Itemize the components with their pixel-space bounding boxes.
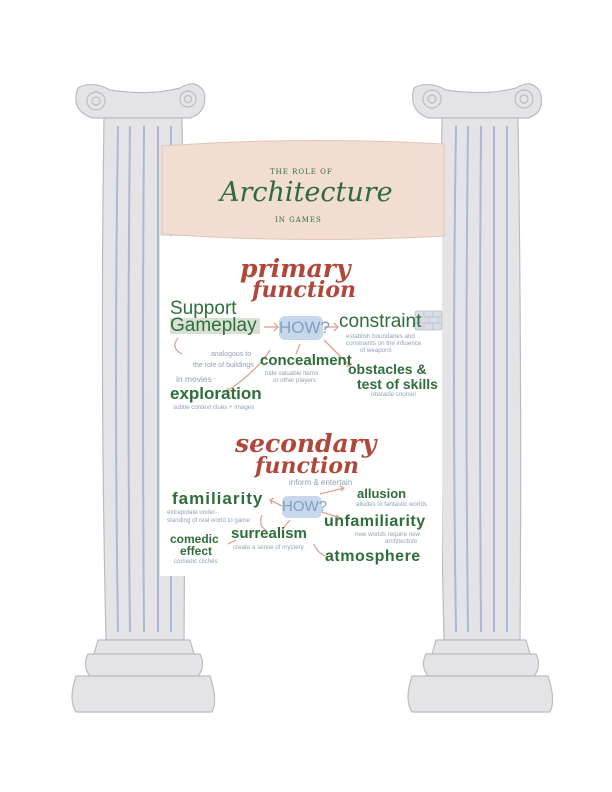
analogous-note-line3: in movies — [176, 374, 212, 384]
support-gameplay-highlight — [170, 318, 260, 334]
comedic-note: comedic clichés — [174, 558, 218, 565]
concealment-label: concealment — [260, 352, 352, 369]
analogous-note-line1: analogous to — [211, 351, 252, 358]
obstacles-note: obstacle course! — [371, 391, 417, 398]
concealment-note-line1: hide valuable items — [265, 370, 318, 377]
unfamiliarity-note-line2: architecture — [385, 538, 418, 545]
analogous-note-line2: the role of buildings — [193, 362, 254, 369]
allusion-label: allusion — [357, 486, 407, 501]
primary-how-bubble: HOW? — [279, 316, 330, 340]
surrealism-label: surrealism — [231, 525, 307, 542]
familiarity-note-line1: extrapolate under- — [167, 509, 218, 516]
comedic-effect-line2: effect — [180, 544, 213, 558]
obstacles-line2: test of skills — [357, 376, 438, 392]
right-column-flutes — [453, 125, 509, 633]
brick-wall-icon — [414, 310, 443, 331]
banner-bottom-text: IN GAMES — [275, 216, 322, 224]
unfamiliarity-label: unfamiliarity — [324, 513, 426, 530]
secondary-arrows — [227, 485, 346, 557]
support-gameplay-line2: Gameplay — [170, 315, 257, 336]
atmosphere-label: atmosphere — [325, 548, 421, 565]
banner-top-text: THE ROLE OF — [270, 168, 333, 176]
constraint-note-line1: establish boundaries and — [346, 333, 415, 340]
content-panel — [160, 236, 442, 576]
secondary-how-bubble: HOW? — [282, 496, 327, 518]
unfamiliarity-note-line1: new worlds require new — [355, 531, 420, 538]
comedic-effect-line1: comedic — [170, 532, 219, 546]
exploration-note: subtle context clues + images — [173, 404, 255, 411]
banner-title: Architecture — [220, 177, 393, 208]
secondary-title-line2: function — [255, 453, 360, 479]
primary-title-line2: function — [252, 277, 357, 303]
constraint-note-line2: constraints on the influence — [346, 340, 422, 347]
exploration-label: exploration — [170, 384, 262, 403]
secondary-title-line1: secondary — [235, 429, 377, 458]
familiarity-note-line2: standing of real world to game — [167, 517, 250, 524]
constraint-note-line3: of weapons — [360, 347, 392, 354]
support-gameplay-line1: Support — [170, 298, 237, 319]
title-banner — [161, 139, 445, 241]
constraint-label: constraint — [339, 311, 422, 332]
secondary-subtitle: inform & entertain — [289, 478, 353, 487]
concealment-note-line2: or other players — [273, 377, 316, 384]
allusion-note: alludes to fantastic worlds — [356, 501, 427, 508]
surrealism-note: create a sense of mystery — [233, 544, 304, 551]
obstacles-line1: obstacles & — [348, 361, 427, 377]
primary-arrows — [174, 322, 351, 393]
primary-title-line1: primary — [240, 254, 351, 283]
familiarity-label: familiarity — [172, 489, 264, 508]
